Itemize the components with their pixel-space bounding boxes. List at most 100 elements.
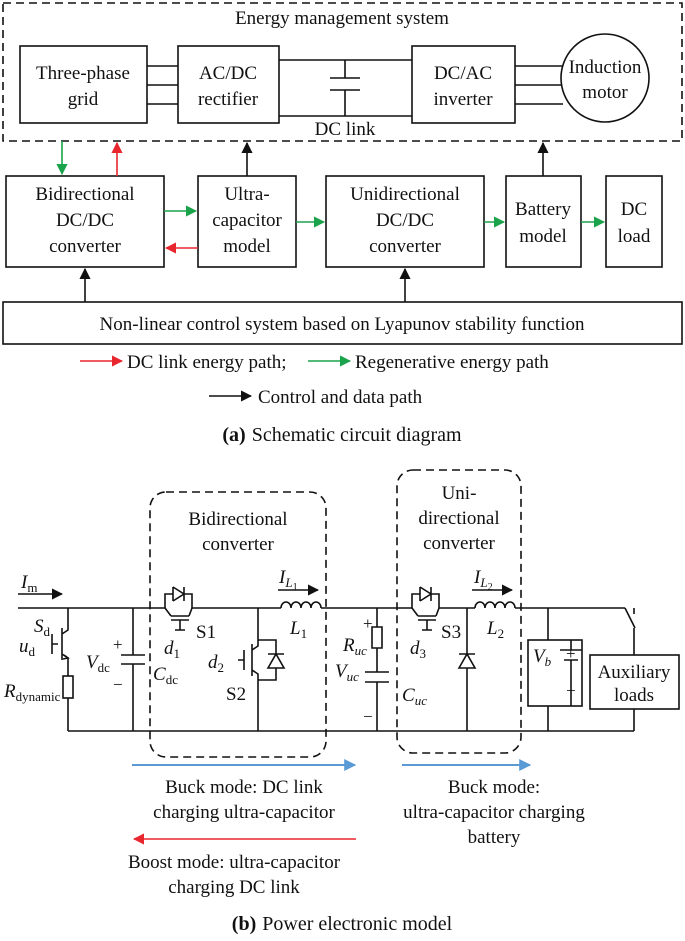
s2-diode [258, 639, 286, 681]
ruc-resistor [365, 608, 389, 731]
s1-label: S1 [196, 622, 216, 643]
unidir-region-label-3: converter [423, 533, 495, 554]
cdc-capacitor [121, 608, 145, 731]
part-a-schematic: Energy management system Three-phase gri… [2, 2, 683, 446]
cdc-label: Cdc [153, 664, 178, 687]
bidir-label-3: converter [49, 236, 121, 257]
battery-label-1: Battery [515, 199, 571, 220]
vb-plus: + [566, 644, 576, 663]
battery-label-2: model [519, 226, 567, 247]
bidir-region-label-2: converter [202, 534, 274, 555]
aux-label-2: loads [614, 685, 654, 706]
three-phase-grid-block [19, 45, 148, 124]
il1-label: IL1 [278, 567, 298, 593]
inverter-motor-lines [515, 65, 563, 105]
control-system-label: Non-linear control system based on Lyapu… [100, 314, 585, 335]
vuc-label: Vuc [335, 661, 359, 684]
three-phase-grid-label-2: grid [68, 89, 99, 110]
battery-cell [560, 640, 582, 706]
ems-label: Energy management system [235, 8, 449, 29]
ultracap-label-1: Ultra- [224, 184, 269, 205]
s3-switch [411, 607, 440, 631]
dc-load-block [605, 175, 663, 268]
il2-label: IL2 [473, 567, 493, 593]
rectifier-label-1: AC/DC [199, 63, 257, 84]
buck-mode-2-line-3: battery [468, 827, 521, 848]
rdynamic-resistor [62, 675, 74, 699]
bidir-region-label-1: Bidirectional [188, 509, 287, 530]
boost-mode-line-2: charging DC link [168, 877, 300, 898]
vb-minus: − [566, 681, 576, 700]
unidir-label-2: DC/DC [376, 210, 434, 231]
rdynamic-label: Rdynamic [3, 681, 61, 704]
d3-label: d3 [410, 638, 426, 661]
unidir-label-3: converter [369, 236, 441, 257]
caption-a: (a)Schematic circuit diagram [222, 424, 462, 446]
unidirectional-dcdc-block [325, 175, 485, 268]
sd-transistor [51, 608, 69, 676]
ruc-plus: + [363, 614, 373, 633]
dc-link-lines [279, 59, 412, 117]
sd-label: Sd [34, 616, 51, 639]
l2-label: L2 [486, 618, 504, 641]
ultracap-label-2: capacitor [212, 210, 282, 231]
bidirectional-dcdc-block [5, 175, 165, 268]
bidir-label-1: Bidirectional [35, 184, 134, 205]
part-b-power-electronic-model: Bidirectional converter Uni- directional… [3, 469, 680, 935]
battery-model-block [505, 175, 582, 268]
buck-mode-2-line-1: Buck mode: [448, 777, 540, 798]
s2-switch [238, 608, 259, 731]
buck-mode-2-line-2: ultra-capacitor charging [403, 802, 585, 823]
s1-switch [164, 607, 193, 631]
cdc-minus: − [113, 675, 123, 694]
boost-mode-line-1: Boost mode: ultra-capacitor [128, 852, 341, 873]
dc-link-label: DC link [315, 119, 376, 140]
l1-label: L1 [289, 618, 307, 641]
unidir-converter-region [396, 469, 522, 754]
unidir-region-label-2: directional [418, 508, 499, 529]
motor-label-1: Induction [569, 57, 642, 78]
legend-red-text: DC link energy path; [127, 352, 287, 373]
cdc-plus: + [113, 635, 123, 654]
d2-label: d2 [208, 652, 224, 675]
d1-label: d1 [164, 638, 180, 661]
s3-label: S3 [441, 622, 461, 643]
s1-diode [164, 586, 193, 608]
s2-label: S2 [226, 684, 246, 705]
legend-black-text: Control and data path [258, 387, 423, 408]
battery-vb-box [527, 639, 583, 707]
legend-green-text: Regenerative energy path [355, 352, 549, 373]
dc-ac-inverter-block [411, 45, 516, 124]
dcload-label-1: DC [621, 199, 647, 220]
unidir-region-label-1: Uni- [442, 483, 477, 504]
vb-label: Vb [533, 646, 552, 669]
aux-switch [624, 607, 636, 731]
ems-boundary [2, 2, 683, 142]
ruc-minus: − [363, 707, 373, 726]
ultracapacitor-block [197, 175, 297, 268]
sd-emitter-arrow [62, 654, 70, 660]
motor-label-2: motor [582, 82, 628, 103]
ud-label: ud [19, 636, 36, 659]
control-system-block [2, 301, 683, 345]
freewheel-diode [457, 608, 477, 731]
s3-diode [411, 586, 440, 608]
unidir-label-1: Unidirectional [350, 184, 460, 205]
l1-inductor [280, 601, 322, 609]
bidir-label-2: DC/DC [56, 210, 114, 231]
l2-inductor [474, 601, 516, 609]
cuc-label: Cuc [402, 685, 427, 708]
ultracap-label-3: model [223, 236, 271, 257]
three-phase-grid-label-1: Three-phase [36, 63, 130, 84]
grid-rectifier-lines [147, 65, 178, 105]
bidir-converter-region [149, 491, 327, 758]
caption-b: (b)Power electronic model [232, 913, 453, 935]
inverter-label-2: inverter [433, 89, 493, 110]
rectifier-label-2: rectifier [198, 89, 259, 110]
vdc-label: Vdc [86, 652, 110, 675]
inverter-label-1: DC/AC [434, 63, 492, 84]
aux-label-1: Auxiliary [598, 662, 671, 683]
buck-mode-1-line-1: Buck mode: DC link [165, 777, 323, 798]
dcload-label-2: load [618, 226, 651, 247]
auxiliary-loads-box [589, 654, 680, 710]
